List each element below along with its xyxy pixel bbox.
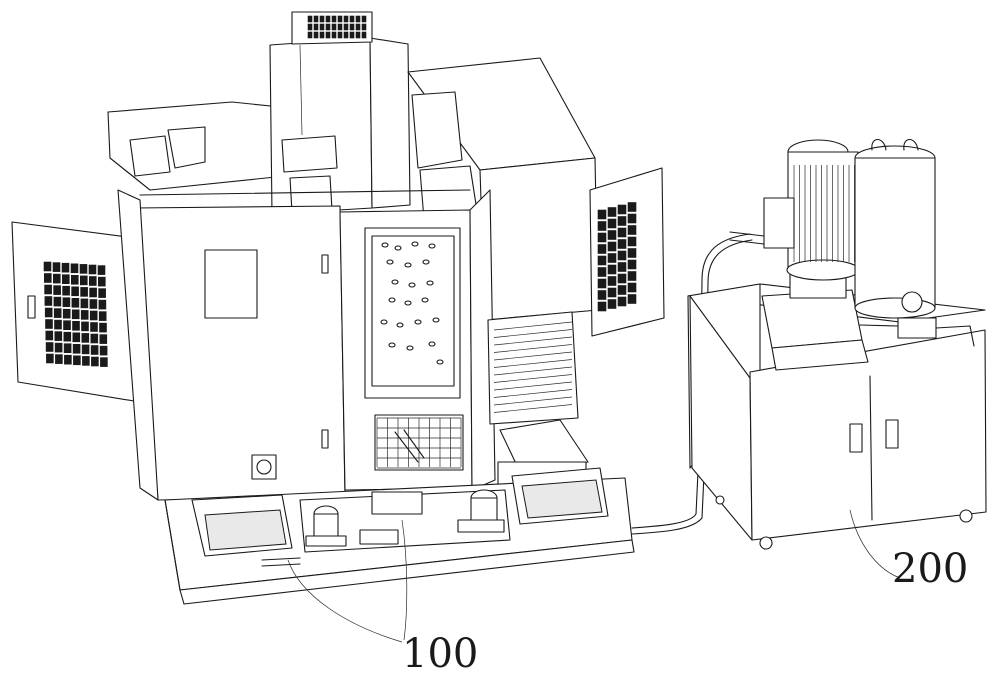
callout-100: 100 xyxy=(287,519,478,677)
filter-tank xyxy=(854,138,936,319)
leader-line-100a xyxy=(287,559,403,643)
spindle-column xyxy=(269,11,411,215)
pump-right xyxy=(457,489,505,533)
machine-tool xyxy=(11,11,665,605)
right-door xyxy=(589,167,665,337)
coolant-base xyxy=(164,467,635,605)
hydraulic-unit xyxy=(261,138,987,567)
electric-motor xyxy=(729,139,860,299)
callout-label-100: 100 xyxy=(402,631,478,677)
leader-line-100b xyxy=(401,519,408,641)
front-enclosure xyxy=(117,189,471,501)
pump-left xyxy=(305,505,347,547)
center-door xyxy=(339,209,473,491)
side-enclosure xyxy=(469,189,589,491)
callout-label-200: 200 xyxy=(892,546,968,592)
callout-200: 200 xyxy=(849,509,968,592)
pressure-gauge-icon xyxy=(901,291,923,313)
leader-line-200 xyxy=(849,509,901,579)
